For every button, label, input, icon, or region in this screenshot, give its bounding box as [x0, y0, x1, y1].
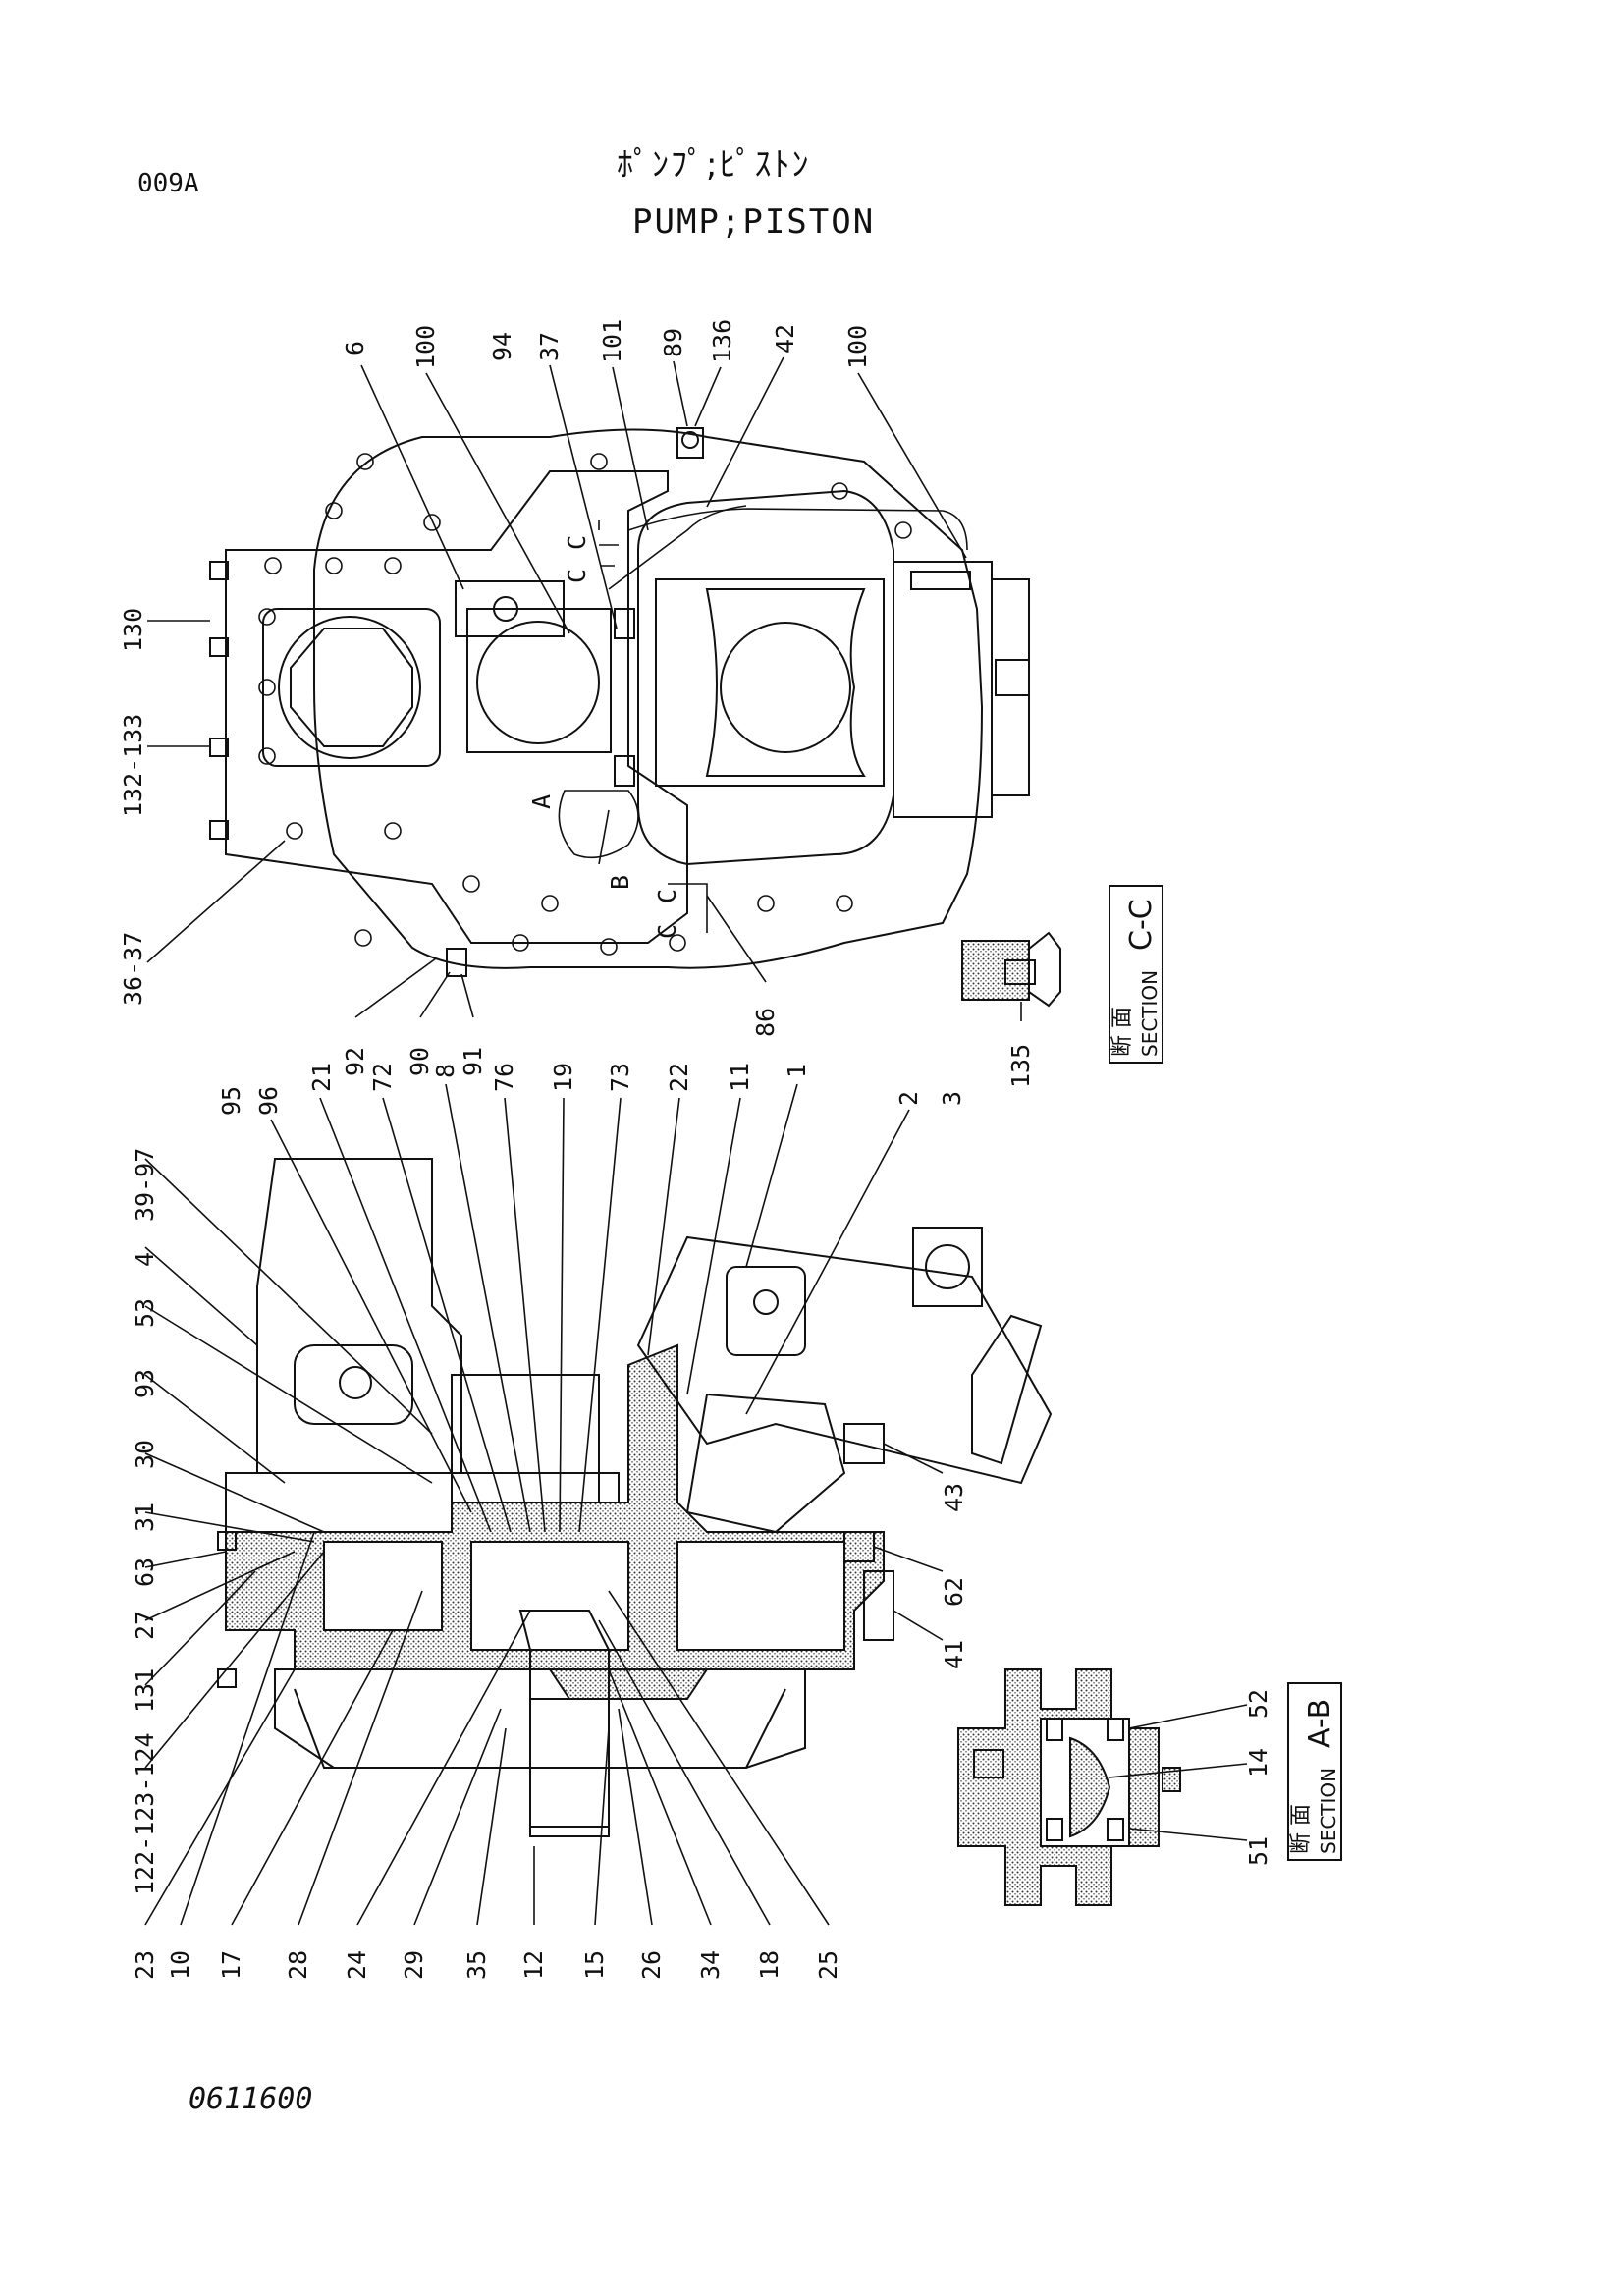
callout-35: 35: [462, 1950, 491, 1980]
callout-29: 29: [400, 1950, 428, 1980]
callout-28: 28: [284, 1950, 312, 1980]
callout-21: 21: [307, 1063, 336, 1092]
section-ab-jp: 断 面: [1289, 1804, 1314, 1854]
callout-100-right: 100: [843, 325, 872, 369]
callout-132-133: 132-133: [119, 714, 147, 817]
callout-122-123-124: 122-123-124: [131, 1732, 159, 1895]
callout-3: 3: [938, 1091, 966, 1106]
callout-36-37: 36-37: [119, 932, 147, 1006]
callout-90: 90: [406, 1047, 434, 1076]
callout-19: 19: [549, 1063, 577, 1092]
section-cc-jp: 断 面: [1110, 1007, 1135, 1057]
callout-39-97: 39-97: [131, 1148, 159, 1222]
section-ab-id: A-B: [1303, 1699, 1337, 1748]
callout-18: 18: [755, 1950, 784, 1980]
callout-72: 72: [368, 1063, 397, 1092]
callout-31: 31: [131, 1503, 159, 1532]
callout-51: 51: [1244, 1836, 1272, 1866]
callout-41: 41: [940, 1640, 968, 1669]
callout-8: 8: [431, 1064, 460, 1078]
callout-22: 22: [665, 1063, 693, 1092]
callout-101: 101: [598, 319, 626, 363]
callout-100: 100: [411, 325, 440, 369]
top-view-callouts: 6 100 94 37 101 89 136 42 100 130 132-13…: [119, 319, 967, 1076]
callout-23: 23: [131, 1950, 159, 1980]
title-english: PUMP;PISTON: [632, 202, 876, 242]
callout-37: 37: [535, 332, 564, 361]
title-japanese: ﾎﾟﾝﾌﾟ;ﾋﾟｽﾄﾝ: [617, 145, 811, 185]
callout-53: 53: [131, 1298, 159, 1328]
cut-c-4: C: [653, 924, 681, 939]
callout-92: 92: [341, 1047, 369, 1076]
callout-76: 76: [490, 1063, 518, 1092]
callout-130: 130: [119, 608, 147, 652]
callout-62: 62: [940, 1577, 968, 1607]
page-code: 009A: [137, 169, 199, 198]
section-ab-detail: 52 14 51 断 面 SECTION A-B: [957, 1668, 1342, 1906]
callout-73: 73: [606, 1063, 634, 1092]
callout-86: 86: [751, 1008, 780, 1037]
cut-c-2: C: [563, 535, 591, 550]
callout-10: 10: [166, 1950, 194, 1980]
callout-42: 42: [771, 324, 799, 354]
callout-30: 30: [131, 1440, 159, 1469]
callout-12: 12: [519, 1950, 548, 1980]
callout-95: 95: [217, 1086, 245, 1116]
callout-14: 14: [1244, 1748, 1272, 1777]
side-view-lower-callouts: 23 10 17 28 24 29 35 12 15 26 34 18 25: [131, 1531, 842, 1980]
section-ab-en: SECTION: [1317, 1768, 1340, 1854]
cut-a: A: [527, 794, 556, 809]
callout-96: 96: [254, 1086, 283, 1116]
cut-c-1: C: [563, 569, 591, 583]
section-cc-detail: 135 断 面 SECTION C-C: [961, 885, 1163, 1088]
callout-24: 24: [343, 1950, 371, 1980]
callout-15: 15: [580, 1950, 609, 1980]
cut-c-3: C: [653, 889, 681, 903]
cut-b: B: [606, 875, 634, 890]
top-view-drawing: [209, 427, 1030, 977]
callout-52: 52: [1244, 1689, 1272, 1719]
callout-1: 1: [783, 1064, 811, 1078]
callout-25: 25: [814, 1950, 842, 1980]
section-cc-en: SECTION: [1138, 970, 1162, 1057]
callout-94: 94: [488, 332, 516, 361]
callout-4: 4: [131, 1252, 159, 1267]
callout-26: 26: [637, 1950, 666, 1980]
drawing-number: 0611600: [189, 2082, 313, 2116]
side-section-drawing: [217, 1158, 1053, 1837]
side-view-upper-callouts: 95 96 21 72 8 76 19 73 22 11 1 2 3 39-97…: [131, 1063, 968, 1895]
callout-63: 63: [131, 1558, 159, 1587]
callout-136: 136: [708, 319, 736, 363]
callout-11: 11: [726, 1063, 754, 1092]
section-cc-id: C-C: [1124, 899, 1159, 951]
callout-91: 91: [459, 1047, 487, 1076]
callout-93: 93: [131, 1369, 159, 1398]
callout-135: 135: [1006, 1044, 1035, 1088]
callout-27: 27: [131, 1611, 159, 1640]
callout-17: 17: [217, 1950, 245, 1980]
callout-43: 43: [940, 1483, 968, 1512]
callout-6: 6: [341, 341, 369, 355]
callout-34: 34: [696, 1950, 725, 1980]
callout-2: 2: [894, 1091, 923, 1106]
callout-89: 89: [659, 328, 687, 357]
